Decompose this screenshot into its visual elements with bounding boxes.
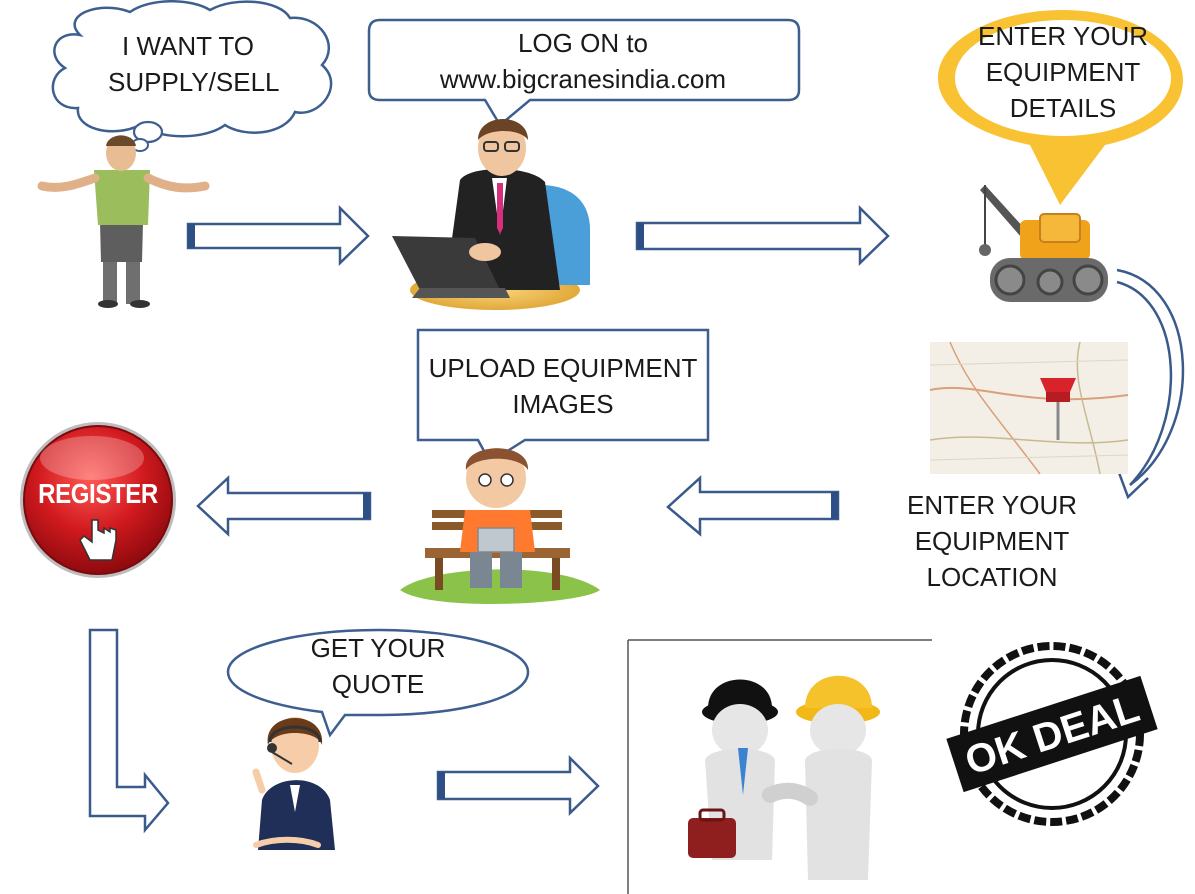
call-center-woman-icon (252, 717, 335, 850)
details-line-2: EQUIPMENT (985, 57, 1141, 87)
register-button-icon[interactable] (20, 422, 176, 578)
location-line-1: ENTER YOUR (907, 490, 1077, 520)
supply-line-1: I WANT TO (122, 31, 254, 61)
quote-line-2: QUOTE (331, 669, 425, 699)
crawler-crane-icon (979, 185, 1108, 302)
quote-line-1: GET YOUR (310, 633, 446, 663)
upload-line-1: UPLOAD EQUIPMENT (428, 353, 698, 383)
arrow-quote-to-deal (436, 754, 600, 816)
callout-bubble-details (938, 10, 1183, 205)
arrow-details-to-location (1116, 268, 1185, 500)
register-label[interactable]: REGISTER (38, 478, 158, 509)
logon-line-1: LOG ON to (517, 28, 649, 58)
hand-cursor-icon (79, 519, 117, 561)
logon-step-label: LOG ON to www.bigcranesindia.com (400, 25, 766, 97)
arrow-register-to-quote (88, 628, 170, 834)
supply-line-2: SUPPLY/SELL (108, 67, 280, 97)
thought-cloud-bubble (51, 0, 333, 152)
location-line-3: LOCATION (926, 562, 1058, 592)
details-step-label: ENTER YOUR EQUIPMENT DETAILS (973, 18, 1153, 126)
handshake-icon (688, 675, 880, 880)
quote-step-label: GET YOUR QUOTE (300, 630, 456, 702)
speech-bubble-quote (226, 628, 530, 738)
supply-step-label: I WANT TO SUPPLY/SELL (108, 28, 280, 100)
map-pin-icon (929, 341, 1129, 475)
thinking-man-icon (37, 135, 210, 308)
arrow-logon-to-details (635, 204, 890, 266)
arrow-location-to-upload (666, 475, 840, 537)
ok-deal-stamp-icon: OK DEAL (946, 642, 1158, 826)
details-line-3: DETAILS (1009, 93, 1117, 123)
boy-on-bench-icon (400, 448, 600, 604)
logon-url-link[interactable]: www.bigcranesindia.com (439, 64, 727, 94)
location-line-2: EQUIPMENT (914, 526, 1070, 556)
upload-step-label: UPLOAD EQUIPMENT IMAGES (420, 350, 706, 422)
businessman-laptop-icon (392, 119, 590, 310)
speech-bubble-logon (367, 18, 801, 127)
arrow-upload-to-register (196, 475, 372, 537)
location-step-label: ENTER YOUR EQUIPMENT LOCATION (902, 487, 1082, 595)
handshake-panel (627, 639, 932, 894)
details-line-1: ENTER YOUR (978, 21, 1148, 51)
upload-line-2: IMAGES (512, 389, 614, 419)
arrow-supply-to-logon (186, 204, 370, 266)
